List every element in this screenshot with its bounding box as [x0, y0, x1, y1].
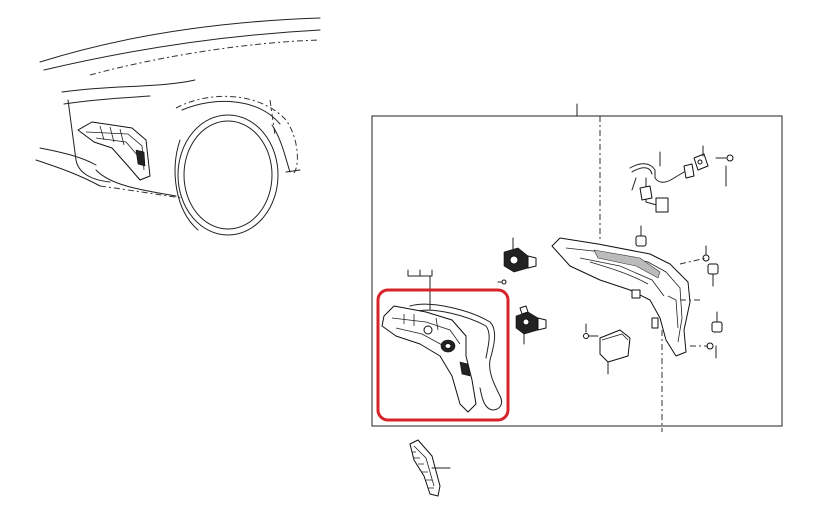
highlight-box[interactable] [376, 288, 510, 422]
socket-bulb-upper [497, 237, 537, 285]
assembly-frame [371, 103, 783, 432]
lens-subassembly [381, 269, 503, 413]
control-module [583, 323, 631, 375]
lamp-housing-main [551, 237, 700, 357]
side-reflector [409, 439, 451, 497]
socket-bulb-lower [515, 305, 547, 345]
vehicle-rear-illustration [35, 17, 321, 236]
clip-screw-top [693, 145, 734, 187]
wire-harness [629, 151, 695, 213]
grommet-nuts [635, 225, 723, 359]
